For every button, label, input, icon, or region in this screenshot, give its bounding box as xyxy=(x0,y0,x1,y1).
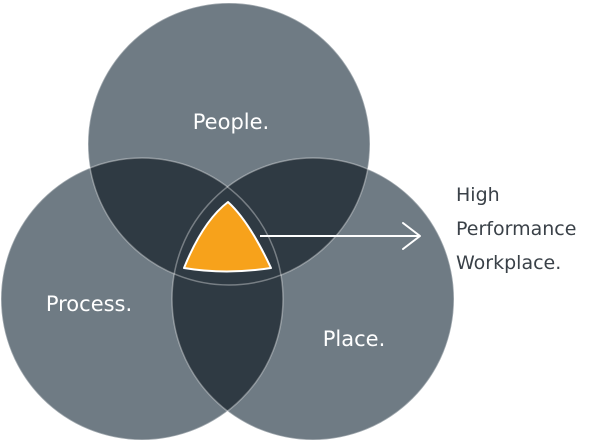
outline-place xyxy=(171,157,455,441)
outcome-line-2: Performance xyxy=(456,218,576,240)
arrow-head xyxy=(402,222,421,250)
outcome-line-3: Workplace. xyxy=(456,252,561,274)
outline-process xyxy=(0,157,284,441)
label-people: People. xyxy=(193,110,269,134)
outline-people xyxy=(87,2,371,286)
outcome-line-1: High xyxy=(456,184,500,206)
label-process: Process. xyxy=(46,292,132,316)
label-place: Place. xyxy=(323,327,386,351)
center-overlap xyxy=(183,201,272,273)
